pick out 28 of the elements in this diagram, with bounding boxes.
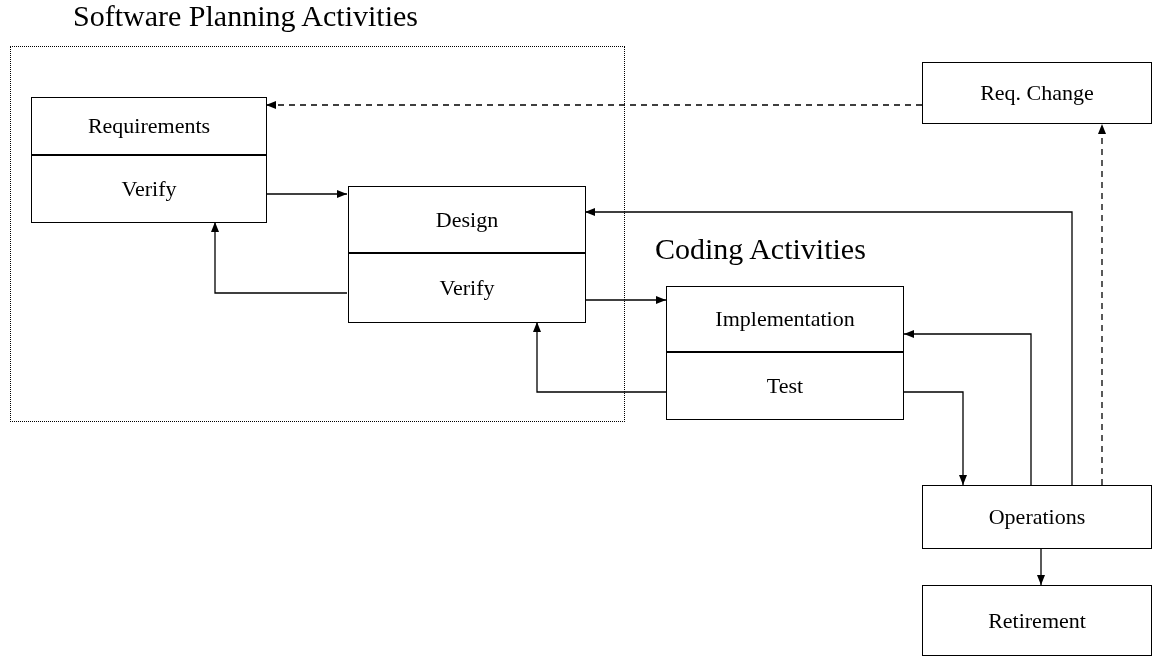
arrow — [1098, 123, 1106, 486]
box-label: Implementation — [715, 305, 855, 333]
box-label: Test — [766, 372, 804, 400]
box-label: Verify — [439, 274, 495, 302]
box-label: Operations — [988, 503, 1086, 531]
process-box — [31, 97, 267, 156]
process-box — [922, 485, 1152, 549]
box-label: Req. Change — [980, 79, 1094, 107]
arrow — [533, 321, 667, 393]
process-box — [666, 286, 904, 353]
arrow — [903, 391, 967, 486]
box-label: Design — [435, 205, 499, 234]
arrow — [1037, 548, 1045, 586]
group-heading: Coding Activities — [655, 234, 866, 264]
process-box — [348, 186, 586, 254]
process-box — [922, 585, 1152, 656]
arrow — [265, 190, 348, 198]
process-box — [31, 156, 267, 223]
arrow — [584, 296, 667, 304]
arrow — [211, 221, 348, 294]
box-label: Requirements — [87, 112, 211, 140]
process-box — [922, 62, 1152, 124]
process-box — [666, 353, 904, 420]
box-label: Verify — [121, 175, 177, 203]
process-box — [348, 254, 586, 323]
box-label: Retirement — [988, 606, 1086, 635]
arrow — [903, 330, 1032, 486]
group-heading: Software Planning Activities — [73, 1, 418, 31]
